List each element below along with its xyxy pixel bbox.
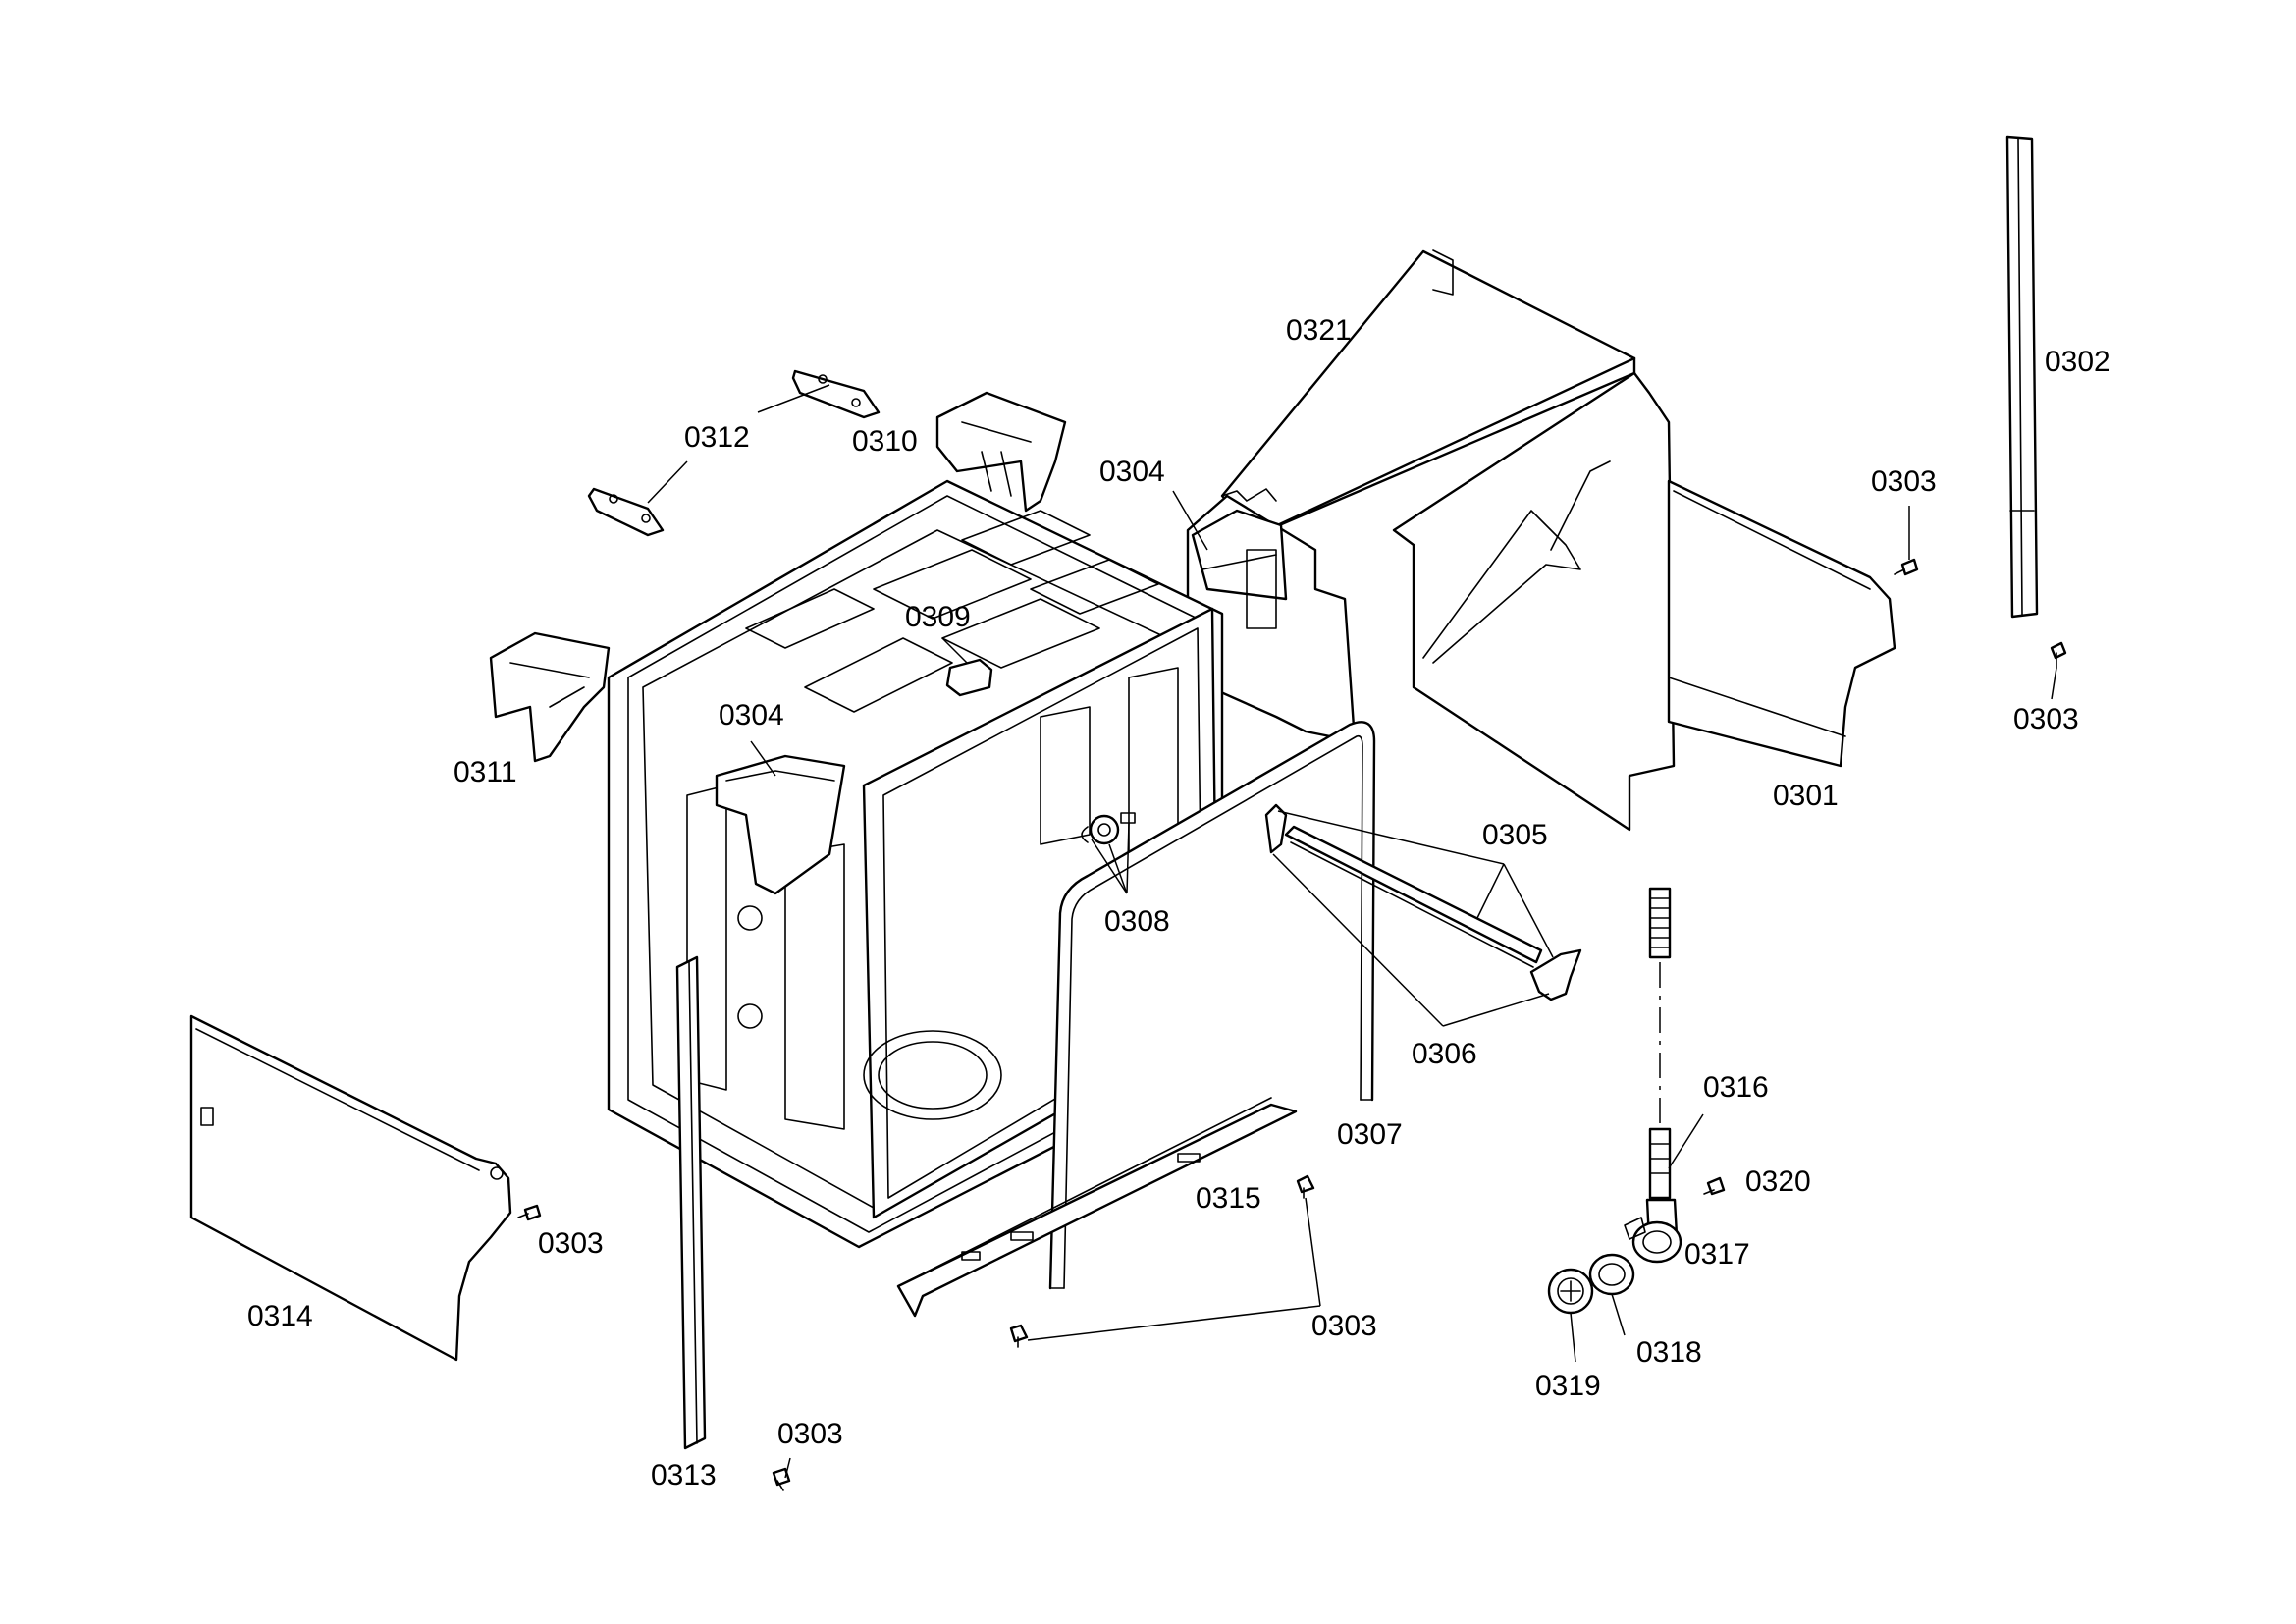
part-0312-hinge-plate-a (791, 369, 881, 419)
part-0318-ring (1588, 1253, 1635, 1296)
callout-0303-front-panel: 0303 (538, 1227, 604, 1260)
callout-0303-bottom: 0303 (777, 1418, 843, 1450)
callout-labels: 0321 0302 0303 0303 0301 0304 0312 0310 … (247, 314, 2110, 1491)
callout-0310: 0310 (852, 425, 918, 458)
callout-0304-front: 0304 (719, 699, 784, 731)
screw-0303-top-right-a (1894, 558, 1919, 576)
part-0310-clip (935, 391, 1067, 513)
callout-0306: 0306 (1412, 1038, 1477, 1070)
part-0304-bracket-upper (1191, 509, 1288, 629)
part-0302-vertical-rail (2005, 135, 2039, 619)
callout-0305: 0305 (1482, 819, 1548, 851)
part-0308-wheel-set (1081, 812, 1136, 845)
callout-0317: 0317 (1684, 1238, 1750, 1271)
callout-0315: 0315 (1196, 1182, 1261, 1215)
screw-0320 (1703, 1176, 1726, 1196)
part-0311-clip (489, 631, 611, 763)
part-0314-front-panel (189, 1014, 512, 1362)
callout-0316: 0316 (1703, 1071, 1769, 1104)
part-0305-rail (1284, 825, 1543, 968)
callout-0312: 0312 (684, 421, 750, 454)
screw-0303-front-panel (517, 1204, 542, 1221)
callout-0308: 0308 (1104, 905, 1170, 938)
part-0317-connector (1624, 1198, 1682, 1264)
part-0315-base-strip (896, 1097, 1298, 1318)
screw-0303-base-left (1009, 1324, 1029, 1348)
callout-0309: 0309 (905, 601, 971, 633)
part-0306-bracket-right (1529, 948, 1582, 1001)
screw-0303-bottom (772, 1467, 791, 1491)
part-0313-door-strip (675, 955, 707, 1450)
part-0301-side-panel (1667, 479, 1896, 768)
callout-0304-upper: 0304 (1099, 456, 1165, 488)
part-0319-cap (1547, 1268, 1594, 1315)
screw-0303-base-right (1296, 1174, 1315, 1199)
part-0304-bracket-front (715, 754, 846, 895)
callout-0314: 0314 (247, 1300, 313, 1332)
callout-0313: 0313 (651, 1459, 717, 1491)
part-0307-door-seal (1048, 721, 1376, 1290)
screw-0303-top-right-b (2050, 641, 2067, 669)
callout-0303-top-right-a: 0303 (1871, 465, 1937, 498)
part-0309-latch (945, 658, 993, 697)
callout-0319: 0319 (1535, 1370, 1601, 1402)
callout-0301: 0301 (1773, 780, 1839, 812)
callout-0318: 0318 (1636, 1336, 1702, 1369)
callout-0303-top-right-b: 0303 (2013, 703, 2079, 735)
part-0312-hinge-plate-b (587, 487, 665, 537)
callout-0320: 0320 (1745, 1165, 1811, 1198)
leader-lines (647, 384, 2057, 1479)
callout-0302: 0302 (2045, 346, 2110, 378)
callout-0303-base: 0303 (1311, 1310, 1377, 1342)
callout-0321: 0321 (1286, 314, 1352, 347)
part-0316-spring (1648, 887, 1672, 1200)
callout-0307: 0307 (1337, 1118, 1403, 1151)
callout-0311: 0311 (454, 756, 517, 788)
part-0306-bracket-left (1264, 803, 1288, 854)
